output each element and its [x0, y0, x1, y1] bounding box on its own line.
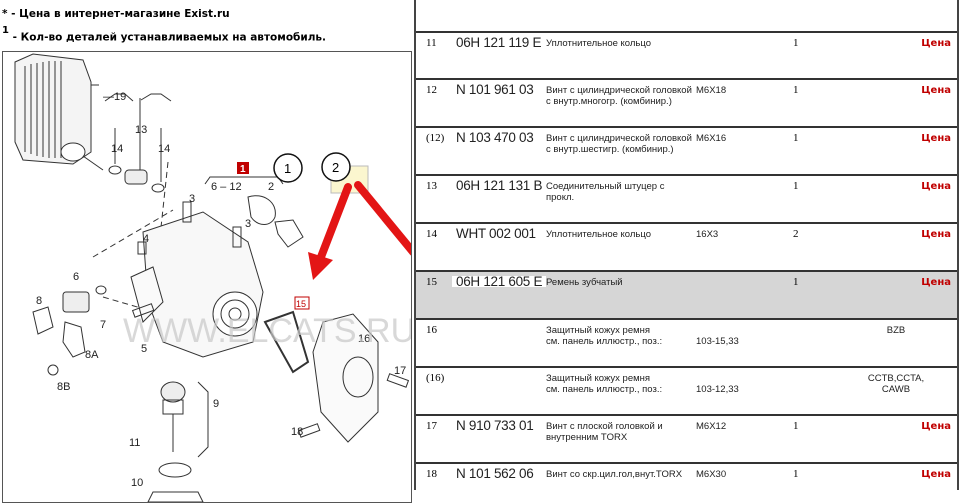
table-row: 18 N 101 562 06 Винт со скр.цил.гол,внут… — [416, 462, 957, 492]
part-number[interactable]: N 101 562 06 — [456, 466, 534, 481]
svg-text:5: 5 — [141, 343, 147, 355]
svg-text:8: 8 — [36, 295, 42, 307]
price-link[interactable]: Цена — [921, 181, 951, 192]
table-row-highlighted: 15 06H 121 605 E Ремень зубчатый 1 Цена — [416, 270, 957, 320]
part-number[interactable]: 06H 121 605 E — [452, 275, 547, 288]
svg-text:14: 14 — [158, 143, 170, 155]
timing-belt-part — [263, 310, 310, 374]
svg-text:10: 10 — [131, 477, 143, 489]
svg-text:7: 7 — [100, 319, 106, 331]
table-row: 17 N 910 733 01 Винт с плоской головкой … — [416, 414, 957, 464]
svg-text:8B: 8B — [57, 381, 70, 393]
price-link[interactable]: Цена — [921, 277, 951, 288]
svg-text:14: 14 — [111, 143, 123, 155]
svg-text:2: 2 — [332, 160, 339, 175]
price-link[interactable]: Цена — [921, 469, 951, 480]
svg-text:3: 3 — [189, 193, 195, 205]
exploded-view-drawing: —19 13 14 14 3 3 4 6 – 12 2 6 7 8 8A 8B … — [14, 53, 411, 502]
table-row: (12) N 103 470 03 Винт с цилиндрической … — [416, 126, 957, 176]
svg-text:15: 15 — [296, 299, 306, 309]
svg-text:6: 6 — [73, 271, 79, 283]
part-number[interactable]: N 910 733 01 — [456, 418, 534, 433]
svg-text:1: 1 — [284, 161, 291, 176]
price-link[interactable]: Цена — [921, 133, 951, 144]
svg-text:—19: —19 — [103, 91, 126, 103]
red-arrows — [308, 181, 411, 280]
table-row: 14 WHT 002 001 Уплотнительное кольцо 16X… — [416, 222, 957, 272]
svg-text:18: 18 — [291, 426, 303, 438]
svg-text:17: 17 — [394, 365, 406, 377]
svg-text:4: 4 — [143, 233, 149, 245]
watermark: WWW.ELCATS.RU — [123, 312, 411, 350]
svg-text:1: 1 — [240, 164, 246, 175]
svg-text:6 – 12: 6 – 12 — [211, 181, 242, 193]
price-link[interactable]: Цена — [921, 38, 951, 49]
table-row: 12 N 101 961 03 Винт с цилиндрической го… — [416, 78, 957, 128]
part-number[interactable]: N 103 470 03 — [456, 130, 534, 145]
annotation-circle-2 — [321, 152, 351, 182]
part-number[interactable]: 06H 121 119 E — [456, 35, 542, 50]
price-link[interactable]: Цена — [921, 421, 951, 432]
annotation-circle-1 — [273, 153, 303, 183]
parts-diagram: —19 13 14 14 3 3 4 6 – 12 2 6 7 8 8A 8B … — [2, 51, 412, 503]
belt-cover-part — [312, 313, 379, 443]
part-number[interactable]: WHT 002 001 — [456, 226, 536, 241]
table-row: (16) Защитный кожух ремня см. панель илл… — [416, 366, 957, 416]
svg-text:3: 3 — [245, 218, 251, 230]
qty-marker: 1 — [2, 25, 9, 36]
svg-text:8A: 8A — [85, 349, 99, 361]
table-row: 16 Защитный кожух ремня см. панель иллюс… — [416, 318, 957, 368]
price-note: * - Цена в интернет-магазине Exist.ru — [2, 8, 230, 20]
svg-text:11: 11 — [129, 437, 140, 449]
table-row: 13 06H 121 131 B Соединительный штуцер с… — [416, 174, 957, 224]
price-link[interactable]: Цена — [921, 229, 951, 240]
table-border-left — [414, 0, 416, 490]
table-border-right — [957, 0, 959, 490]
qty-note: 1 - Кол-во деталей устанавливаемых на ав… — [2, 25, 327, 44]
svg-text:2: 2 — [268, 181, 274, 193]
table-row: 11 06H 121 119 E Уплотнительное кольцо 1… — [416, 31, 957, 80]
price-link[interactable]: Цена — [921, 85, 951, 96]
part-number[interactable]: N 101 961 03 — [456, 82, 534, 97]
svg-text:16: 16 — [358, 333, 370, 345]
svg-text:9: 9 — [213, 398, 219, 410]
part-number[interactable]: 06H 121 131 B — [456, 178, 543, 193]
oil-cooler-part — [14, 53, 92, 165]
svg-text:13: 13 — [135, 124, 147, 136]
